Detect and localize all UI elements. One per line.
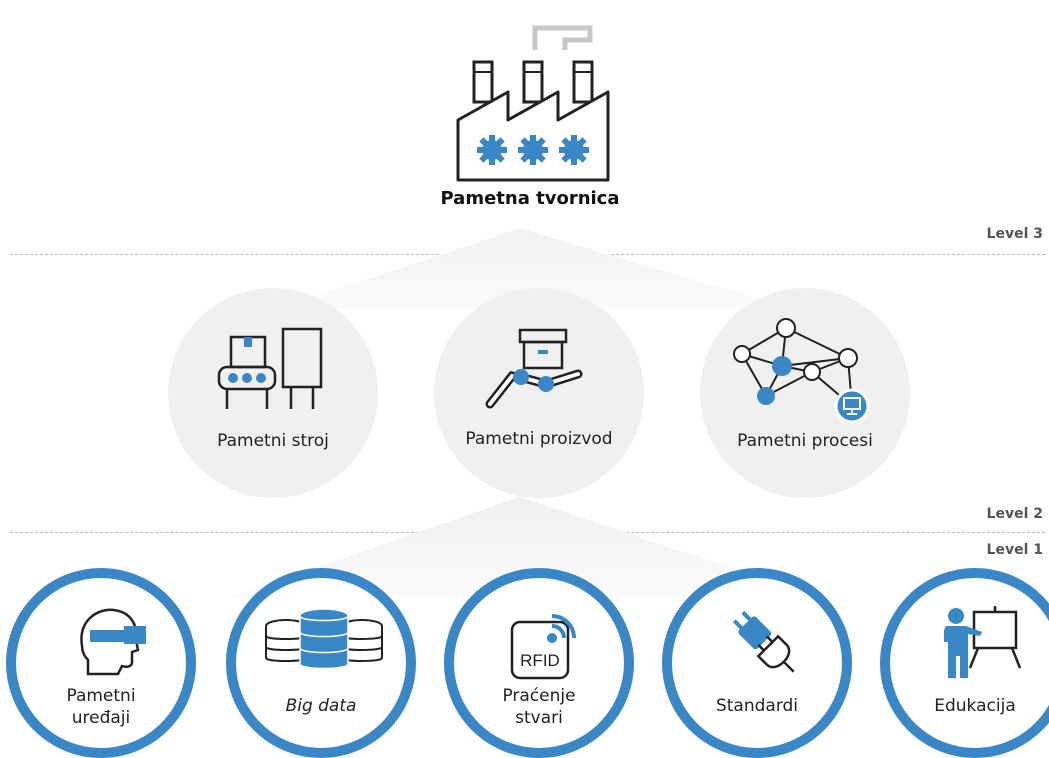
- factory-icon: [456, 25, 610, 182]
- network-icon: [733, 318, 870, 424]
- education-ring: Edukacija: [880, 568, 1049, 758]
- smart-product-label: Pametni proizvod: [465, 429, 613, 449]
- factory-title: Pametna tvornica: [440, 188, 620, 209]
- smart-devices-label-line1: Pametni: [66, 686, 136, 706]
- big-data-label: Big data: [285, 696, 357, 716]
- tracking-label-line1: Praćenje: [502, 686, 576, 706]
- svg-text:RFID: RFID: [520, 651, 560, 670]
- rfid-icon: RFID: [510, 614, 576, 680]
- big-data-ring: Big data: [226, 568, 416, 758]
- level-1-label: Level 1: [986, 542, 1043, 558]
- smart-processes-label: Pametni procesi: [737, 431, 873, 451]
- smart-devices-label-line2: uređaji: [71, 708, 131, 728]
- smart-product-circle: Pametni proizvod: [434, 288, 644, 498]
- smart-machine-label: Pametni stroj: [217, 431, 329, 451]
- machine-icon: [217, 327, 323, 409]
- database-icon: [265, 608, 383, 670]
- smart-machine-circle: Pametni stroj: [168, 288, 378, 498]
- tracking-label-line2: stvari: [515, 708, 563, 728]
- standards-label: Standardi: [715, 696, 799, 716]
- smart-glasses-icon: [80, 608, 146, 676]
- education-label: Edukacija: [934, 696, 1016, 716]
- tracking-ring: RFID Praćenje stvari: [444, 568, 634, 758]
- level-2-label: Level 2: [986, 506, 1043, 522]
- plug-icon: [732, 610, 795, 673]
- smart-processes-circle: Pametni procesi: [700, 288, 910, 498]
- smart-devices-ring: Pametni uređaji: [6, 568, 196, 758]
- product-icon: [485, 328, 583, 409]
- level-3-beam: [280, 228, 790, 308]
- presentation-icon: [944, 606, 1022, 678]
- standards-ring: Standardi: [662, 568, 852, 758]
- level-3-label: Level 3: [986, 226, 1043, 242]
- level-2-beam: [230, 497, 820, 597]
